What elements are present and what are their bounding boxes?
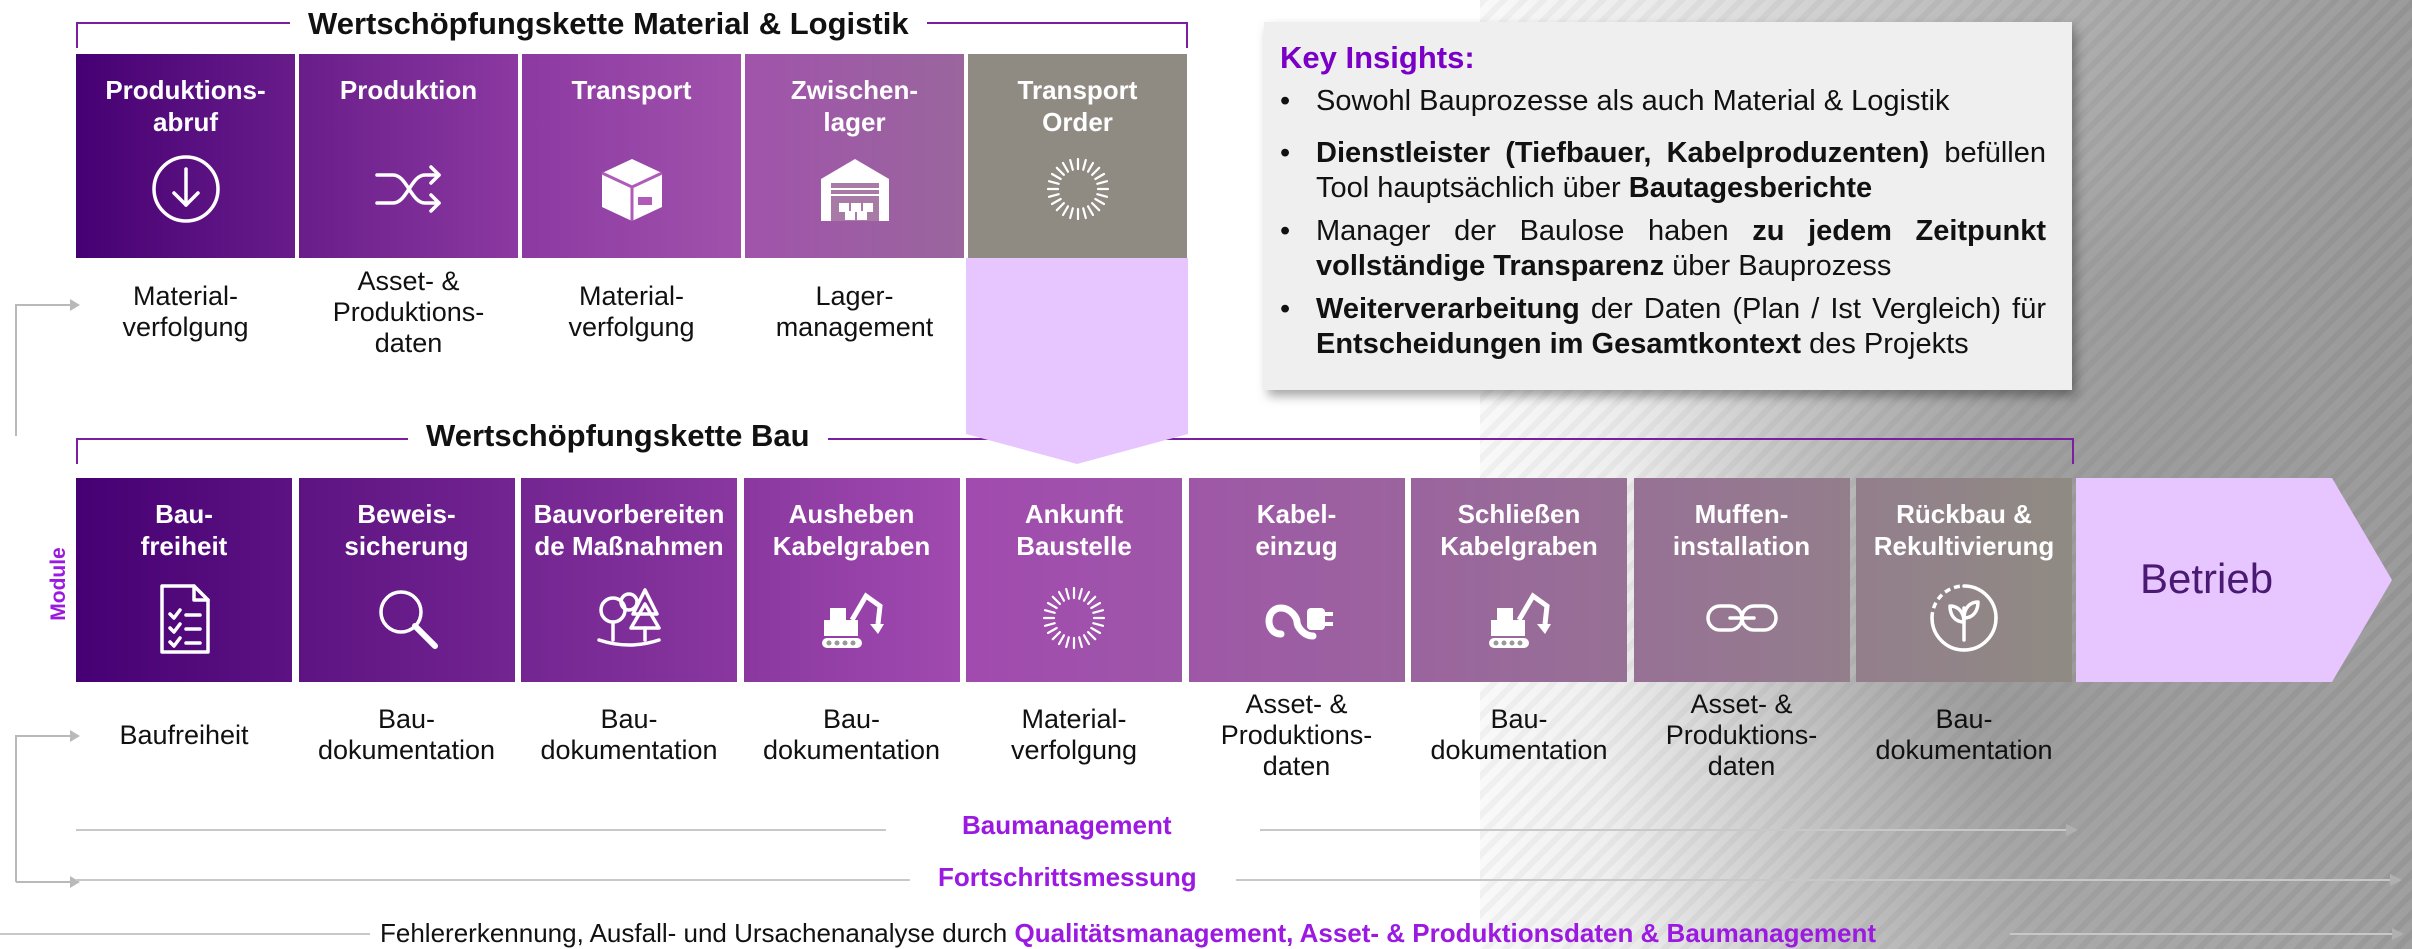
construction-chain-bracket-right <box>2072 438 2074 464</box>
construction-chain-caption: Material- verfolgung <box>1010 704 1138 765</box>
warehouse-icon <box>820 159 889 221</box>
insight-bullet: • <box>1280 215 1291 247</box>
construction-chain-tile: Muffen- installation <box>1633 478 1850 682</box>
insight-item: Weiterverarbeitung der Daten (Plan / Ist… <box>1316 292 2046 362</box>
excavator-icon <box>1489 592 1551 648</box>
construction-chain-caption: Asset- & Produktions- daten <box>1220 688 1373 781</box>
material-chain-tile-label: Produktion <box>339 75 478 105</box>
construction-chain-tile-label: Bau- freiheit <box>140 499 228 561</box>
construction-chain-tile-label: Beweis- sicherung <box>344 499 469 561</box>
insight-text-part: befüllen Tool hauptsächlich über <box>1316 137 2046 204</box>
insight-item: Sowohl Bauprozesse als auch Material & L… <box>1316 84 2046 119</box>
cable-plug-icon <box>1265 604 1333 640</box>
trees-icon <box>597 588 661 647</box>
material-chain-tile-label: Produktions- abruf <box>105 75 266 137</box>
material-chain-caption: Material- verfolgung <box>568 281 695 342</box>
construction-chain-caption: Baufreiheit <box>119 719 249 750</box>
material-chain-bracket-right <box>1186 22 1188 48</box>
loading-circle-icon <box>1046 157 1109 221</box>
insight-text-part: Weiterverarbeitung <box>1316 293 1580 325</box>
material-chain-tile-label: Transport Order <box>1017 75 1138 137</box>
construction-chain-tile: Kabel- einzug <box>1188 478 1405 682</box>
material-chain-caption: Asset- & Produktions- daten <box>332 265 485 358</box>
construction-chain-tile: Bau- freiheit <box>76 478 292 682</box>
footer-line <box>0 928 2404 940</box>
insight-text-part: über Bauprozess <box>1664 250 1892 282</box>
construction-chain-caption: Bau- dokumentation <box>317 704 496 765</box>
construction-chain-title: Wertschöpfungskette Bau <box>408 418 828 454</box>
construction-chain-caption: Asset- & Produktions- daten <box>1665 688 1818 781</box>
insight-text-part: der Daten (Plan / Ist Vergleich) für <box>1579 293 2046 325</box>
material-chain-tile-label: Zwischen- lager <box>790 75 919 137</box>
excavator-icon <box>821 592 884 648</box>
material-chain-tile: Zwischen- lager <box>745 54 964 258</box>
fortschritt-label: Fortschrittsmessung <box>938 862 1197 892</box>
construction-chain-tile: Ausheben Kabelgraben <box>743 478 960 682</box>
module-connectors <box>15 299 80 888</box>
construction-chain-tile: Schließen Kabelgraben <box>1411 478 1627 682</box>
material-chain-tile: Produktion <box>299 54 518 258</box>
material-chain-caption: Material- verfolgung <box>122 281 249 342</box>
construction-chain-caption: Bau- dokumentation <box>762 704 941 765</box>
insight-text-part: Sowohl Bauprozesse als auch Material & L… <box>1316 85 1950 117</box>
material-chain-title: Wertschöpfungskette Material & Logistik <box>290 6 927 42</box>
construction-chain-tile: Ankunft Baustelle <box>966 478 1182 682</box>
material-chain-caption: Lager- management <box>775 281 934 342</box>
insight-text-part: Entscheidungen im Gesamtkontext <box>1316 328 1802 360</box>
insight-text-part: Dienstleister (Tiefbauer, Kabelproduzent… <box>1316 137 1930 169</box>
construction-chain-tile-label: Rückbau & Rekultivierung <box>1873 499 2055 561</box>
material-chain-tile: Produktions- abruf <box>76 54 295 258</box>
material-chain-tile-label: Transport <box>571 75 692 105</box>
loading-circle-icon <box>1042 586 1106 650</box>
shuffle-icon <box>374 165 441 213</box>
construction-chain-caption: Bau- dokumentation <box>1430 704 1608 765</box>
betrieb-label: Betrieb <box>2140 555 2274 602</box>
construction-chain-tile-label: Ausheben Kabelgraben <box>772 499 931 561</box>
construction-chain-tile-label: Bauvorbereiten de Maßnahmen <box>533 499 725 561</box>
material-chain-tile: Transport Order <box>968 54 1187 258</box>
insight-item: Dienstleister (Tiefbauer, Kabelproduzent… <box>1316 136 2046 206</box>
insight-text-part: Manager der Baulose haben <box>1316 215 1753 247</box>
box-icon <box>600 159 663 221</box>
construction-chain-tile-label: Ankunft Baustelle <box>1016 499 1132 561</box>
transport-order-arrow <box>966 258 1188 464</box>
construction-chain-tile: Beweis- sicherung <box>298 478 515 682</box>
construction-chain-tile: Rückbau & Rekultivierung <box>1856 478 2072 682</box>
insight-bullet: • <box>1280 137 1291 169</box>
construction-chain-tile-label: Schließen Kabelgraben <box>1440 499 1598 561</box>
construction-chain-caption: Bau- dokumentation <box>540 704 718 765</box>
insight-bullet: • <box>1280 293 1291 325</box>
magnifier-icon <box>378 590 438 649</box>
checklist-document-icon <box>160 584 210 654</box>
download-circle-icon <box>151 155 220 223</box>
material-chain-tile: Transport <box>522 54 741 258</box>
footer-text-plain: Fehlererkennung, Ausfall- und Ursachenan… <box>380 918 1015 948</box>
plant-recycle-icon <box>1930 584 1998 652</box>
construction-chain-bracket-left <box>76 438 78 464</box>
footer-text: Fehlererkennung, Ausfall- und Ursachenan… <box>380 918 1876 949</box>
construction-chain-caption: Bau- dokumentation <box>1875 704 2053 765</box>
fortschritt-line <box>76 874 2402 886</box>
insight-item: Manager der Baulose haben zu jedem Zeitp… <box>1316 214 2046 284</box>
construction-chain-tile-label: Muffen- installation <box>1672 499 1811 561</box>
key-insights-title: Key Insights: <box>1280 40 1475 75</box>
construction-chain-tile-label: Kabel- einzug <box>1255 499 1338 561</box>
insight-bullet: • <box>1280 85 1291 117</box>
key-insights-box: Key Insights: • Sowohl Bauprozesse als au… <box>1264 22 2072 390</box>
baumanagement-line <box>76 824 2078 836</box>
insight-text-part: des Projekts <box>1801 328 1969 360</box>
construction-chain-tile: Bauvorbereiten de Maßnahmen <box>521 478 737 682</box>
footer-text-highlight: Qualitätsmanagement, Asset- & Produktion… <box>1014 918 1877 948</box>
material-chain-bracket-left <box>76 22 78 48</box>
insight-text-part: zu jedem Zeitpunkt vollständige Transpar… <box>1316 215 2046 282</box>
betrieb-arrow <box>2076 478 2392 682</box>
chain-link-icon <box>1705 604 1778 632</box>
baumanagement-label: Baumanagement <box>962 810 1172 840</box>
insight-text-part: Bautagesberichte <box>1628 172 1873 204</box>
